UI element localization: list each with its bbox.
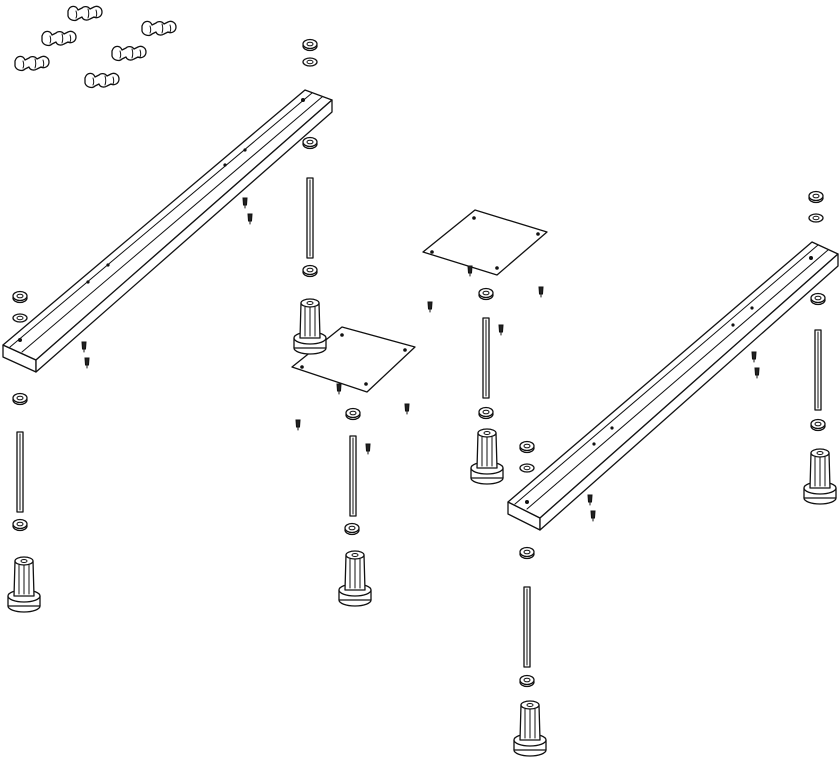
leg-3-screw (365, 443, 371, 455)
right-rail-screw-b (754, 367, 760, 379)
leg-assembly-6 (803, 190, 837, 505)
lower-plate-screw-right (404, 403, 410, 415)
upper-plate (422, 209, 548, 276)
lower-plate-screw-left (295, 419, 301, 431)
right-rail-screw-a (751, 351, 757, 363)
left-rail-screw-a (242, 197, 248, 209)
leg-assembly-1 (293, 38, 327, 355)
upper-plate-screw-left (427, 301, 433, 313)
leg-assembly-3 (338, 407, 372, 607)
clip-set (14, 5, 177, 89)
right-rail (507, 241, 839, 531)
upper-plate-screw (467, 265, 473, 277)
right-rail-screw-c (587, 494, 593, 506)
left-rail-screw-b (247, 213, 253, 225)
lower-plate-screw (336, 383, 342, 395)
left-rail-screw-d (84, 357, 90, 369)
left-rail (2, 89, 333, 373)
left-rail-screw-c (81, 341, 87, 353)
leg-assembly-4 (470, 287, 504, 485)
leg-4-screw (498, 324, 504, 336)
right-rail-screw-d (590, 510, 596, 522)
upper-plate-screw-right (538, 286, 544, 298)
